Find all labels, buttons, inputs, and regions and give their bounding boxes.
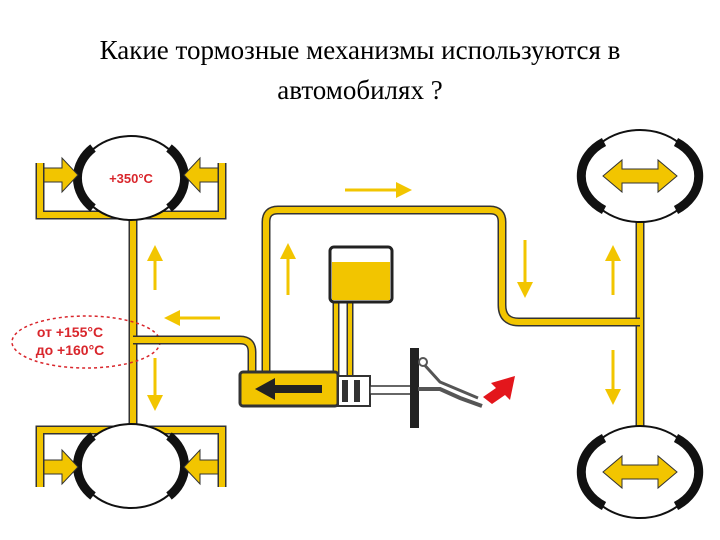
drum-temp-line1: от +155°C xyxy=(37,324,103,340)
master-cylinder xyxy=(238,370,415,408)
brake-fluid-reservoir xyxy=(328,245,394,304)
caliper-arrow-icon xyxy=(43,156,219,486)
brake-pedal-icon xyxy=(410,348,483,428)
drum-temp-line2: до +160°C xyxy=(36,342,105,358)
slide-title-line2: автомобилях ? xyxy=(277,75,443,105)
rear-left-wheel-icon xyxy=(77,424,184,508)
brake-lines xyxy=(133,205,640,375)
flow-arrow-icon xyxy=(147,182,621,411)
slide-title-line1: Какие тормозные механизмы используются в xyxy=(99,35,621,65)
push-arrow-icon xyxy=(483,376,515,404)
slide-title: Какие тормозные механизмы используются в… xyxy=(0,30,720,110)
front-disc-temp-label: +350°C xyxy=(109,171,153,186)
caliper-arrow-icon xyxy=(602,158,678,490)
